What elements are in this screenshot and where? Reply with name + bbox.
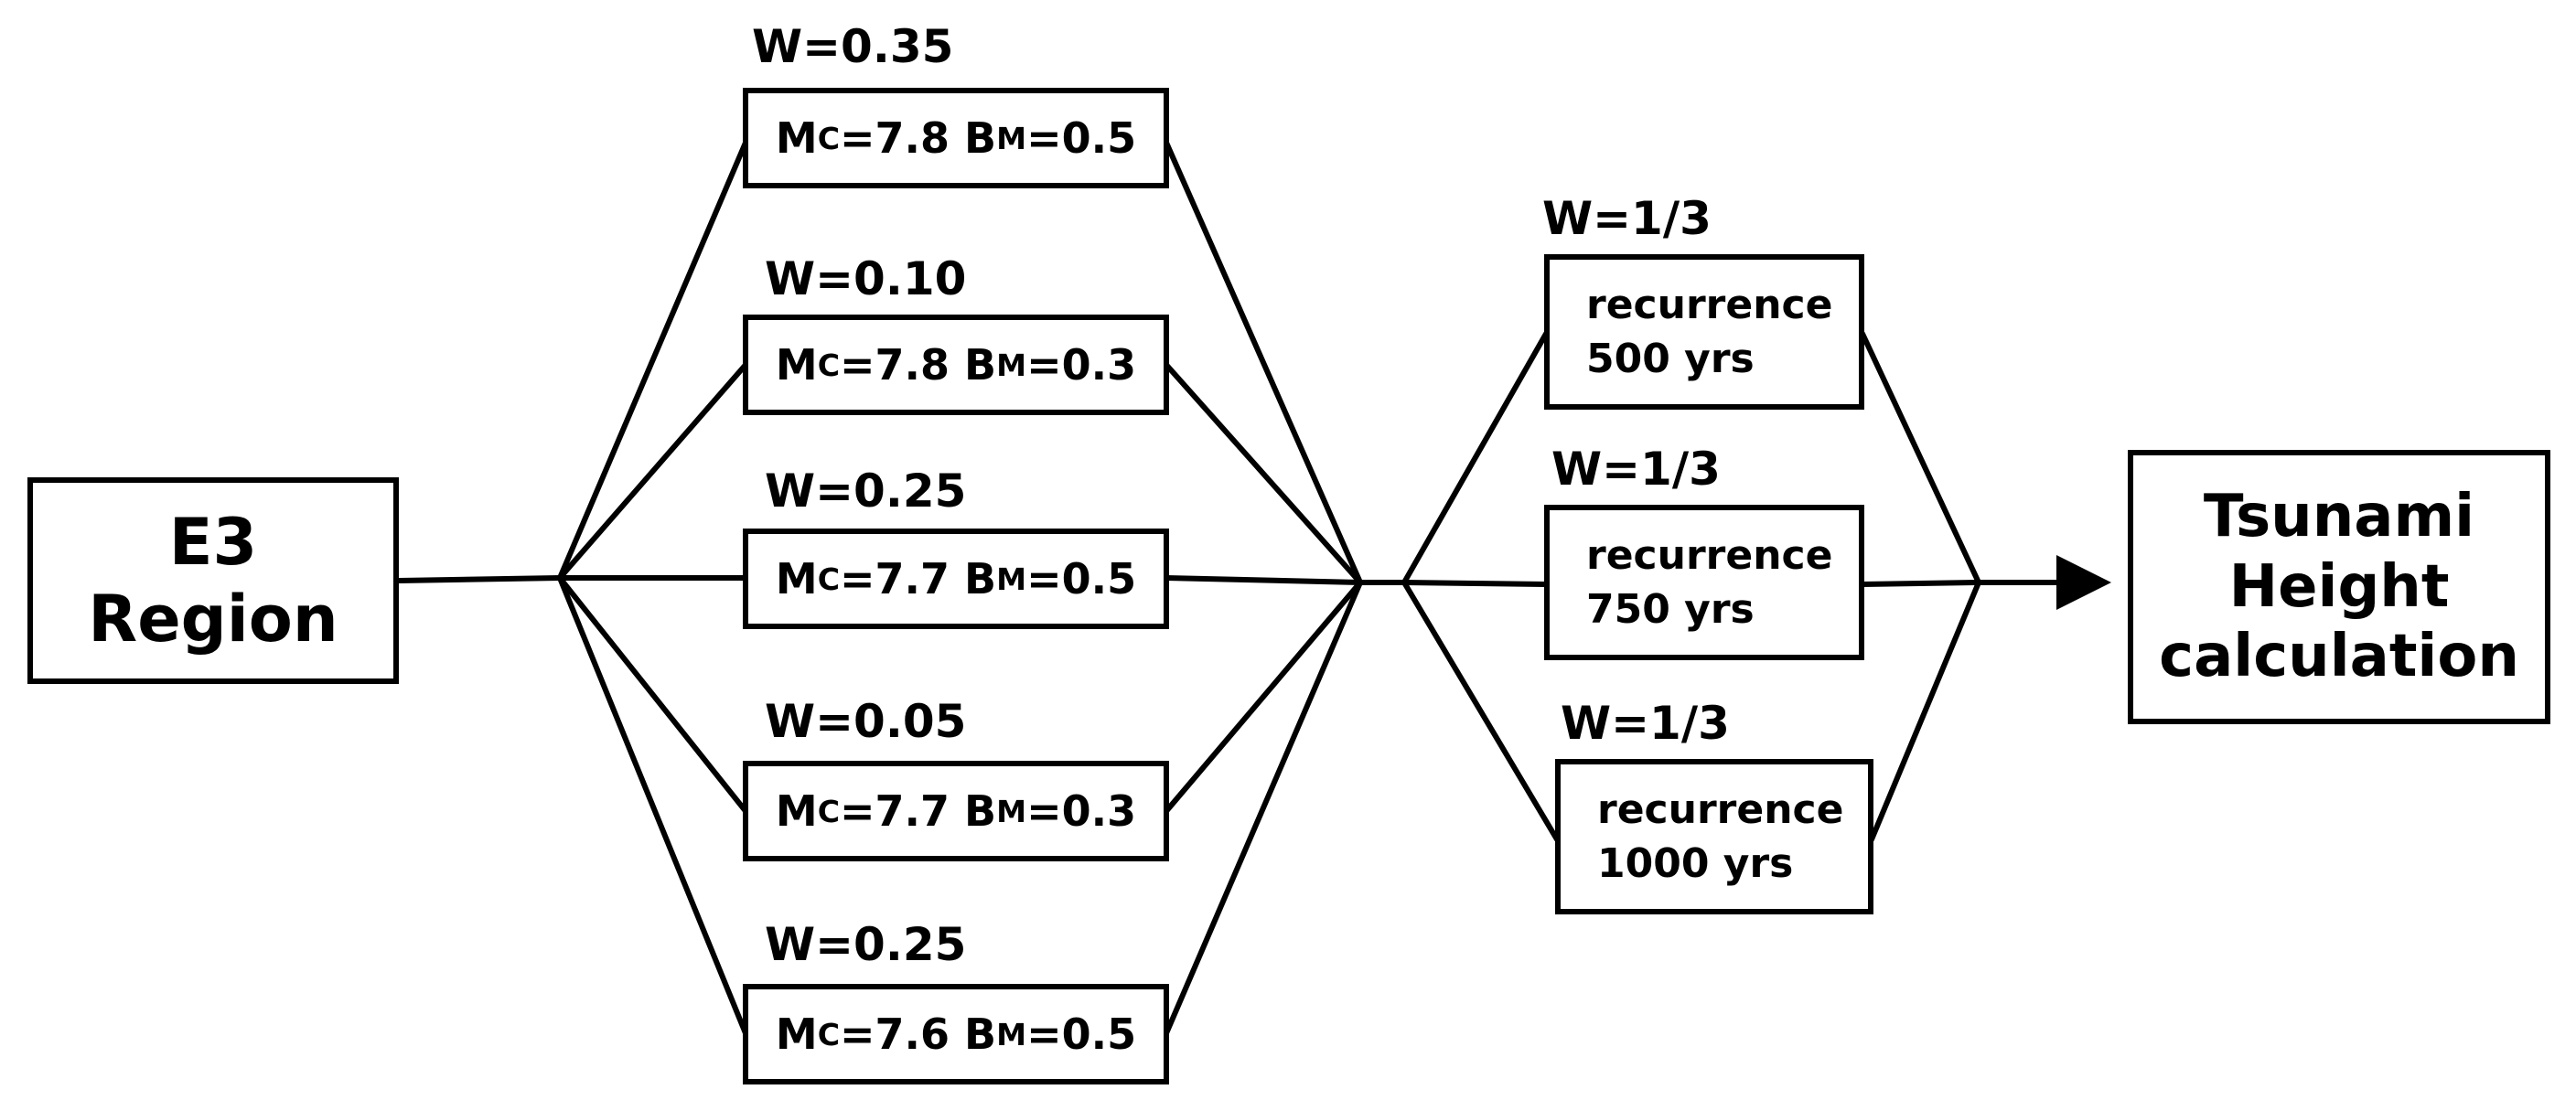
line-mag2-to-node2 [1164, 362, 1363, 585]
rec-branch-box-3: recurrence 1000 yrs [1555, 759, 1873, 914]
line-node3-to-rec2 [1401, 580, 1549, 587]
rec-2-line2: 750 yrs [1586, 586, 1755, 633]
line-mag4-to-node2 [1164, 580, 1363, 814]
line-rec2-to-node4 [1860, 580, 1981, 587]
mag-weight-5: W=0.25 [765, 918, 967, 971]
rec-weight-2: W=1/3 [1551, 443, 1721, 496]
line-node1-to-mag1 [557, 140, 748, 581]
line-node3-to-rec1 [1401, 331, 1549, 585]
line-mag1-to-node2 [1164, 140, 1363, 585]
mag-weight-1: W=0.35 [752, 20, 954, 73]
line-rec1-to-node4 [1860, 331, 1981, 585]
mag-weight-2: W=0.10 [765, 252, 967, 305]
rec-weight-3: W=1/3 [1561, 697, 1730, 750]
line-region-to-node1 [396, 575, 563, 583]
line-node1-to-mag5 [557, 575, 748, 1036]
region-label-line1: E3 [168, 505, 258, 580]
line-mag3-to-node2 [1164, 575, 1363, 585]
line-rec3-to-node4 [1869, 580, 1981, 842]
line-node1-to-mag4 [557, 575, 748, 814]
output-box: Tsunami Height calculation [2128, 450, 2550, 724]
output-label-line2: Height [2228, 552, 2450, 621]
rec-3-line2: 1000 yrs [1597, 840, 1794, 887]
mag-weight-3: W=0.25 [765, 465, 967, 518]
output-label-line1: Tsunami [2203, 482, 2475, 550]
mag-weight-4: W=0.05 [765, 695, 967, 748]
line-node1-to-mag2 [557, 362, 748, 581]
line-node3-to-rec3 [1401, 580, 1560, 842]
rec-1-line2: 500 yrs [1586, 336, 1755, 382]
rec-2-line1: recurrence [1586, 531, 1833, 579]
rec-branch-box-1: recurrence 500 yrs [1544, 254, 1864, 410]
rec-weight-1: W=1/3 [1542, 192, 1712, 245]
region-box: E3 Region [27, 477, 399, 684]
rec-1-line1: recurrence [1586, 281, 1833, 328]
rec-3-line1: recurrence [1597, 785, 1844, 833]
rec-branch-box-2: recurrence 750 yrs [1544, 505, 1864, 660]
output-label-line3: calculation [2159, 623, 2519, 691]
region-label-line2: Region [88, 582, 338, 657]
line-mag5-to-node2 [1164, 580, 1363, 1036]
